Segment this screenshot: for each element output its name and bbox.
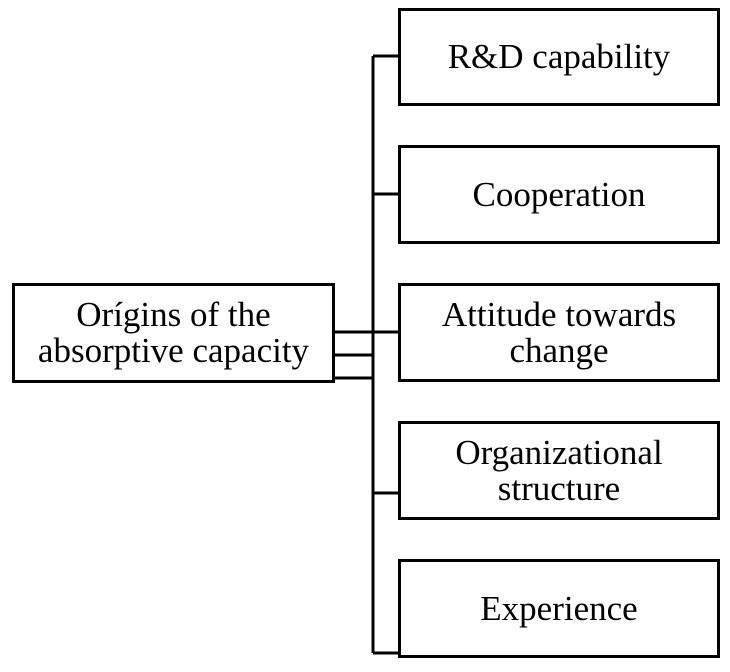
root-box: Orígins of the absorptive capacity xyxy=(12,283,335,383)
child-box-cooperation: Cooperation xyxy=(398,145,720,244)
child-box-experience: Experience xyxy=(398,559,720,658)
child-label-experience: Experience xyxy=(480,588,638,628)
root-label: Orígins of the absorptive capacity xyxy=(37,295,310,370)
child-label-cooperation: Cooperation xyxy=(472,174,646,214)
child-label-organizational-structure: Organizational structure xyxy=(455,432,663,508)
child-box-organizational-structure: Organizational structure xyxy=(398,421,720,520)
child-box-attitude-towards-change: Attitude towards change xyxy=(398,283,720,382)
child-label-rd-capability: R&D capability xyxy=(447,37,671,76)
child-label-attitude-towards-change: Attitude towards change xyxy=(441,294,677,370)
child-box-rd-capability: R&D capability xyxy=(398,8,720,106)
